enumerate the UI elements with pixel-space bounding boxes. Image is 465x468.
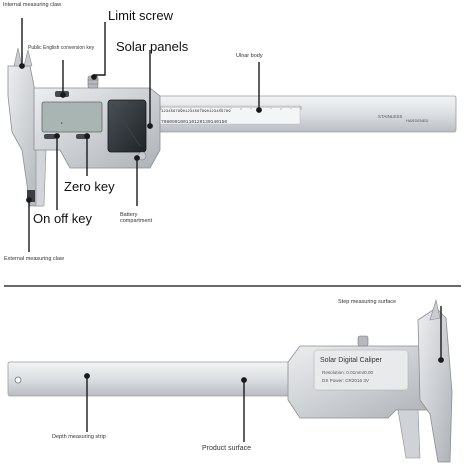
label-step-surface: Step measuring surface — [338, 299, 397, 305]
label-battery: Battery compartment — [120, 212, 153, 225]
scale-ticks — [160, 106, 302, 110]
label-on-off-key: On off key — [33, 211, 93, 226]
label-internal-claw: Internal measuring claw — [3, 2, 62, 8]
lcd-display — [41, 101, 103, 133]
back-sliding-jaw — [397, 409, 421, 459]
back-resolution: Resolution: 0.01mm/0.00 — [322, 370, 374, 375]
top-caliper: 12345678901234567890123456789 7080901001… — [7, 18, 457, 252]
label-limit-screw: Limit screw — [108, 8, 174, 23]
on-off-key[interactable] — [44, 134, 56, 139]
hardened-text: HARDENED — [406, 118, 429, 123]
back-fixed-jaw — [417, 307, 453, 463]
scale-top-numbers: 12345678901234567890123456789 — [161, 110, 231, 114]
label-zero-key: Zero key — [64, 179, 115, 194]
label-product-surface: Product surface — [202, 445, 252, 452]
label-ulnar-body: Ulnar body — [236, 53, 263, 59]
stainless-text: STAINLESS — [378, 114, 402, 119]
label-external-claw: External measuring claw — [4, 256, 64, 262]
internal-claw-fixed — [13, 47, 23, 67]
internal-claw-slide — [23, 49, 33, 67]
back-power: DS Power: CR2016 3V — [322, 378, 370, 383]
back-title: Solar Digital Caliper — [320, 357, 383, 364]
svg-text:.: . — [58, 113, 65, 127]
bottom-caliper: Solar Digital Caliper Resolution: 0.01mm… — [7, 298, 453, 463]
label-solar-panels: Solar panels — [116, 39, 189, 54]
product-surface-beam — [7, 361, 317, 397]
label-depth-strip: Depth measuring strip — [52, 434, 106, 440]
scale-bottom-numbers: 708090100110120130140150 — [161, 119, 227, 125]
label-english-key: Public English conversion key — [28, 45, 95, 51]
